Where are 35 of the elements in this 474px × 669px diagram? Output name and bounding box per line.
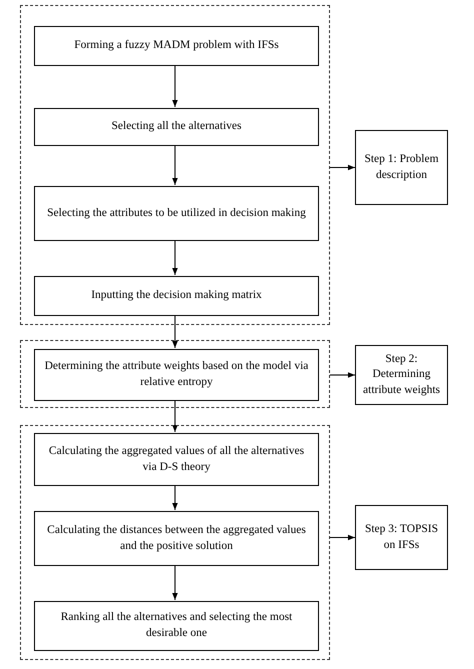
box-text: Selecting all the alternatives — [110, 119, 242, 134]
arrow — [330, 372, 356, 378]
step-box — [355, 130, 448, 205]
step-box — [355, 505, 448, 570]
process-box — [34, 511, 319, 566]
process-box — [34, 108, 319, 146]
process-box — [34, 349, 319, 401]
dashed-group-box — [20, 340, 330, 408]
arrow — [172, 64, 178, 108]
box-text: Calculating the distances between the aggregated values and the positive solution — [46, 522, 307, 554]
box-text: Ranking all the alternatives and selecting the most desirable one — [60, 610, 294, 641]
box-text: Step 2: Determining attribute weights — [362, 352, 441, 398]
process-box — [34, 186, 319, 241]
arrow — [172, 144, 178, 186]
arrow — [172, 564, 178, 600]
box-text: Inputting the decision making matrix — [90, 288, 263, 304]
box-text: Step 1: Problem description — [363, 152, 440, 182]
arrow — [172, 400, 178, 432]
arrow — [172, 314, 178, 348]
process-box — [34, 601, 319, 651]
box-text: Calculating the aggregated values of all the alternatives via D-S theory — [48, 444, 306, 474]
arrow — [330, 534, 356, 540]
box-text: Forming a fuzzy MADM problem with IFSs — [73, 38, 280, 54]
arrow — [172, 484, 178, 510]
process-box — [34, 433, 319, 486]
dashed-group-box — [20, 5, 330, 325]
box-text: Selecting the attributes to be utilized in decision making — [46, 206, 307, 221]
arrow — [172, 240, 178, 276]
step-box — [355, 345, 448, 405]
box-text: Determining the attribute weights based on the model via relative entropy — [44, 359, 310, 390]
process-box — [34, 276, 319, 316]
arrow — [330, 164, 356, 170]
process-box — [34, 26, 319, 66]
box-text: Step 3: TOPSIS on IFSs — [364, 522, 440, 552]
dashed-group-box — [20, 425, 330, 660]
